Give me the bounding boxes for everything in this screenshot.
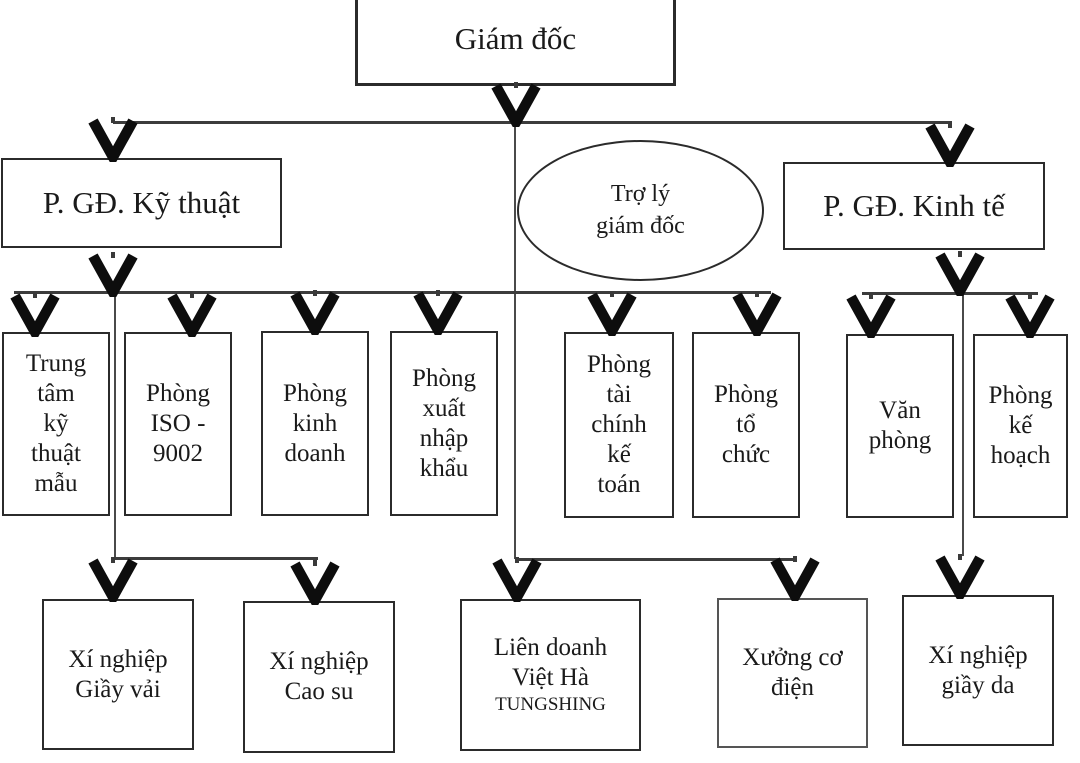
arrow-down-icon xyxy=(732,291,782,336)
node-phong-xuat-nhap-khau: Phòng xuất nhập khẩu xyxy=(390,331,498,516)
connector-left-vertical xyxy=(114,294,116,558)
node-phong-ke-hoach-label: Phòng kế hoạch xyxy=(988,382,1053,469)
node-xi-nghiep-giay-vai: Xí nghiệp Giầy vải xyxy=(42,599,194,750)
connector-bottom-center-horizontal xyxy=(516,558,797,561)
arrow-down-icon xyxy=(88,557,138,602)
arrow-down-icon xyxy=(491,82,541,127)
arrow-down-icon xyxy=(88,117,138,162)
node-xi-nghiep-cao-su: Xí nghiệp Cao su xyxy=(243,601,395,753)
node-trung-tam-ky-thuat-mau: Trung tâm kỹ thuật mẫu xyxy=(2,332,110,516)
node-xi-nghiep-giay-da-label: Xí nghiệp giầy da xyxy=(928,641,1028,699)
node-lien-doanh-viet-ha-subline: TUNGSHING xyxy=(495,694,606,716)
node-phong-kinh-doanh-label: Phòng kinh doanh xyxy=(283,379,347,467)
node-phong-iso-9002-label: Phòng ISO - 9002 xyxy=(146,380,210,467)
arrow-down-icon xyxy=(1005,293,1055,338)
node-van-phong-label: Văn phòng xyxy=(868,397,932,454)
arrow-down-icon xyxy=(290,560,340,605)
node-pgd-ky-thuat-label: P. GĐ. Kỹ thuật xyxy=(42,185,241,221)
arrow-down-icon xyxy=(88,252,138,297)
node-phong-xuat-nhap-khau-label: Phòng xuất nhập khẩu xyxy=(412,364,476,482)
arrow-down-icon xyxy=(925,122,975,167)
node-giam-doc-label: Giám đốc xyxy=(454,21,577,57)
node-xi-nghiep-giay-da: Xí nghiệp giầy da xyxy=(902,595,1054,746)
connector-mid-left-horizontal xyxy=(14,291,771,294)
connector-right-vertical xyxy=(962,294,964,556)
node-tro-ly-giam-doc-label: Trợ lý giám đốc xyxy=(596,181,685,239)
arrow-down-icon xyxy=(10,292,60,337)
node-phong-tai-chinh-ke-toan-label: Phòng tài chính kế toán xyxy=(587,351,651,498)
node-xuong-co-dien-label: Xưởng cơ điện xyxy=(742,644,843,701)
connector-mid-right-horizontal xyxy=(862,292,1038,295)
arrow-down-icon xyxy=(587,291,637,336)
arrow-down-icon xyxy=(167,292,217,337)
node-pgd-ky-thuat: P. GĐ. Kỹ thuật xyxy=(1,158,282,248)
connector-center-vertical xyxy=(514,124,516,559)
node-phong-tai-chinh-ke-toan: Phòng tài chính kế toán xyxy=(564,332,674,518)
connector-top-horizontal xyxy=(113,121,952,124)
connector-bottom-left-horizontal xyxy=(113,557,318,560)
arrow-down-icon xyxy=(846,293,896,338)
arrow-down-icon xyxy=(935,251,985,296)
node-xuong-co-dien: Xưởng cơ điện xyxy=(717,598,868,748)
node-phong-iso-9002: Phòng ISO - 9002 xyxy=(124,332,232,516)
arrow-down-icon xyxy=(290,290,340,335)
node-van-phong: Văn phòng xyxy=(846,334,954,518)
node-lien-doanh-viet-ha: Liên doanh Việt Hà TUNGSHING xyxy=(460,599,641,751)
arrow-down-icon xyxy=(770,556,820,601)
arrow-down-icon xyxy=(935,554,985,599)
node-phong-to-chuc-label: Phòng tổ chức xyxy=(714,381,778,468)
node-giam-doc: Giám đốc xyxy=(355,0,676,86)
node-tro-ly-giam-doc: Trợ lý giám đốc xyxy=(517,140,764,281)
node-xi-nghiep-cao-su-label: Xí nghiệp Cao su xyxy=(269,648,369,705)
arrow-down-icon xyxy=(492,557,542,602)
node-pgd-kinh-te: P. GĐ. Kinh tế xyxy=(783,162,1045,250)
node-xi-nghiep-giay-vai-label: Xí nghiệp Giầy vải xyxy=(68,645,168,703)
node-trung-tam-ky-thuat-mau-label: Trung tâm kỹ thuật mẫu xyxy=(25,350,87,497)
node-lien-doanh-viet-ha-label: Liên doanh Việt Hà xyxy=(493,634,608,692)
node-phong-kinh-doanh: Phòng kinh doanh xyxy=(261,331,369,516)
node-phong-ke-hoach: Phòng kế hoạch xyxy=(973,334,1068,518)
node-phong-to-chuc: Phòng tổ chức xyxy=(692,332,800,518)
node-pgd-kinh-te-label: P. GĐ. Kinh tế xyxy=(823,188,1005,224)
arrow-down-icon xyxy=(413,290,463,335)
